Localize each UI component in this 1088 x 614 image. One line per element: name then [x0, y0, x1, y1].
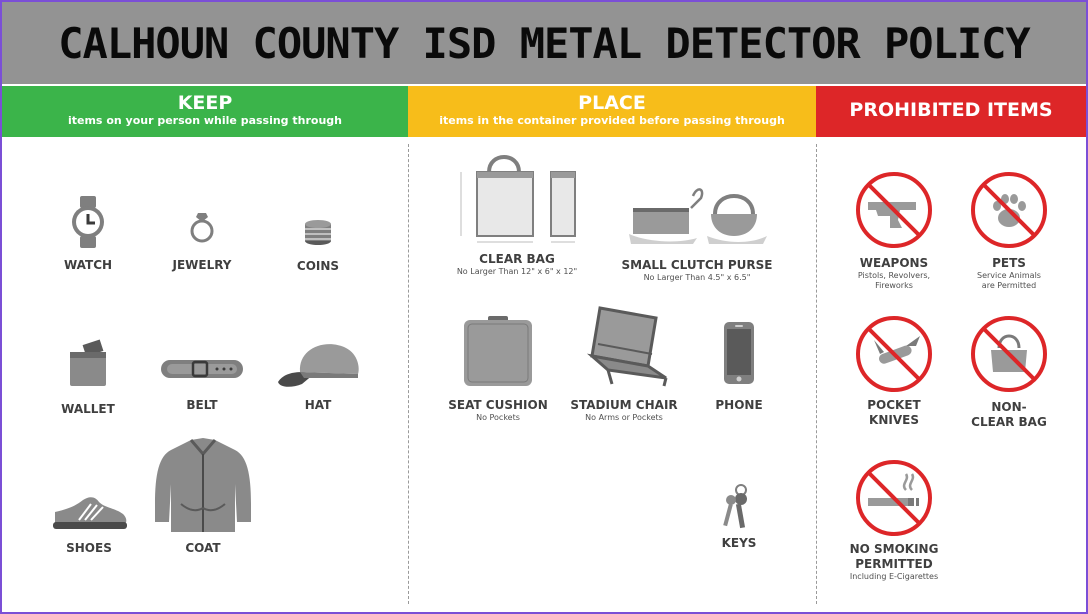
place-title: PLACE — [578, 92, 646, 114]
keep-label-hat: HAT — [304, 398, 332, 412]
phone-icon — [724, 322, 754, 384]
place-sub-clear-bag: No Larger Than 12" x 6" x 12" — [456, 267, 578, 276]
gun-icon — [856, 172, 932, 248]
watch-icon — [72, 196, 104, 248]
shoe-icon — [53, 497, 127, 529]
prohibited-header: PROHIBITED ITEMS — [816, 86, 1086, 137]
stadium-chair-icon — [586, 306, 668, 387]
belt-icon — [161, 360, 243, 378]
place-item-phone: PHONE — [704, 320, 774, 413]
keep-label-shoes: SHOES — [66, 541, 112, 555]
hat-icon — [278, 344, 359, 387]
knife-icon — [856, 316, 932, 392]
prohibited-label-no-smoking: NO SMOKING PERMITTED — [849, 542, 939, 571]
clutch-purse-icon — [629, 188, 767, 244]
place-header: PLACE items in the container provided be… — [408, 86, 816, 137]
place-label-phone: PHONE — [715, 398, 763, 412]
place-item-clear-bag: CLEAR BAG No Larger Than 12" x 6" x 12" — [448, 150, 586, 277]
clear-bag-icon — [460, 155, 576, 243]
divider-keep-place — [408, 144, 409, 604]
place-item-clutch-purse: SMALL CLUTCH PURSE No Larger Than 4.5" x… — [614, 186, 780, 283]
keep-label-belt: BELT — [186, 398, 218, 412]
place-item-stadium-chair: STADIUM CHAIR No Arms or Pockets — [562, 304, 686, 423]
place-subtitle: items in the container provided before p… — [439, 114, 785, 127]
prohibited-sub-pets: Service Animals are Permitted — [977, 271, 1041, 290]
keep-header: KEEP items on your person while passing … — [2, 86, 408, 137]
keep-item-belt: BELT — [152, 354, 252, 413]
divider-place-prohibited — [816, 144, 817, 604]
coins-icon — [305, 220, 331, 245]
cigarette-icon — [856, 460, 932, 536]
prohibited-label-pocket-knives: POCKET KNIVES — [867, 398, 921, 427]
place-sub-stadium-chair: No Arms or Pockets — [585, 413, 663, 422]
keep-item-shoes: SHOES — [44, 490, 134, 556]
prohibited-title: PROHIBITED ITEMS — [849, 99, 1053, 121]
keep-subtitle: items on your person while passing throu… — [67, 114, 342, 127]
place-item-seat-cushion: SEAT CUSHION No Pockets — [442, 314, 554, 423]
page-title: CALHOUN COUNTY ISD METAL DETECTOR POLICY — [58, 18, 1030, 68]
keys-icon — [723, 484, 747, 529]
keep-item-wallet: WALLET — [48, 336, 128, 417]
keep-label-wallet: WALLET — [61, 402, 115, 416]
keep-item-coat: COAT — [148, 434, 258, 556]
place-item-keys: KEYS — [706, 482, 772, 551]
keep-item-watch: WATCH — [48, 194, 128, 273]
title-bar: CALHOUN COUNTY ISD METAL DETECTOR POLICY — [2, 2, 1086, 84]
prohibited-label-non-clear-bag: NON-CLEAR BAG — [971, 400, 1047, 429]
prohibited-label-pets: PETS — [992, 256, 1026, 270]
place-label-stadium-chair: STADIUM CHAIR — [570, 398, 678, 412]
place-label-clear-bag: CLEAR BAG — [479, 252, 555, 266]
prohibited-item-no-smoking: NO SMOKING PERMITTED Including E-Cigaret… — [838, 458, 950, 582]
place-label-seat-cushion: SEAT CUSHION — [448, 398, 548, 412]
ring-icon — [190, 213, 214, 243]
keep-title: KEEP — [177, 92, 233, 114]
prohibited-label-weapons: WEAPONS — [859, 256, 929, 270]
place-label-clutch-purse: SMALL CLUTCH PURSE — [621, 258, 773, 272]
prohibited-item-pets: PETS Service Animals are Permitted — [964, 170, 1054, 291]
place-sub-clutch-purse: No Larger Than 4.5" x 6.5" — [643, 273, 751, 282]
keep-label-jewelry: JEWELRY — [172, 258, 232, 272]
prohibited-item-pocket-knives: POCKET KNIVES — [842, 314, 946, 428]
keep-label-coat: COAT — [185, 541, 221, 555]
seat-cushion-icon — [464, 316, 532, 386]
wallet-icon — [70, 339, 106, 386]
prohibited-item-weapons: WEAPONS Pistols, Revolvers, Fireworks — [830, 170, 958, 291]
place-label-keys: KEYS — [721, 536, 757, 550]
prohibited-sub-weapons: Pistols, Revolvers, Fireworks — [857, 271, 931, 290]
keep-label-coins: COINS — [296, 259, 340, 273]
keep-item-hat: HAT — [270, 334, 366, 413]
keep-item-coins: COINS — [278, 214, 358, 274]
keep-label-watch: WATCH — [63, 258, 113, 272]
place-sub-seat-cushion: No Pockets — [476, 413, 520, 422]
paw-icon — [971, 172, 1047, 248]
keep-item-jewelry: JEWELRY — [162, 210, 242, 273]
coat-icon — [155, 438, 251, 532]
prohibited-sub-no-smoking: Including E-Cigarettes — [849, 572, 939, 581]
bag-icon — [971, 316, 1047, 392]
prohibited-item-non-clear-bag: NON-CLEAR BAG — [964, 314, 1054, 430]
